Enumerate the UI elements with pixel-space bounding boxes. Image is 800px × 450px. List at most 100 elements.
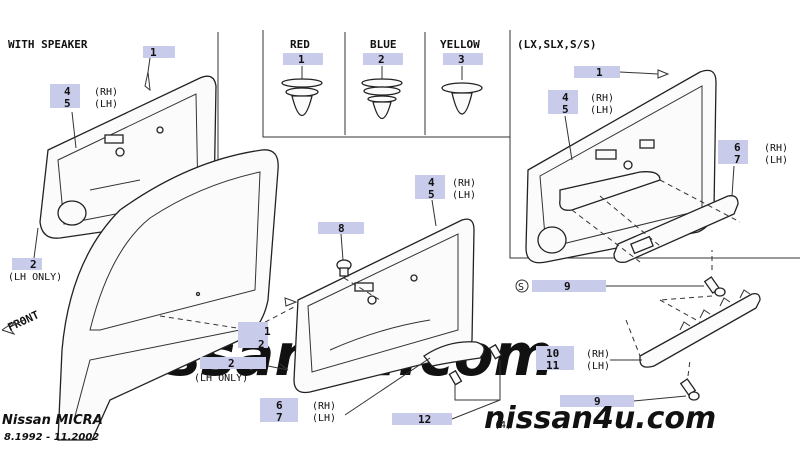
dashed-leader (571, 179, 741, 263)
leader-line (633, 395, 687, 402)
leader-line (344, 357, 431, 416)
callout-9-lower: 9 (594, 395, 601, 408)
rh-label: (RH) (586, 349, 610, 360)
dashed-leader (343, 277, 381, 301)
callout-7-bottom: 7 (276, 411, 283, 424)
leader-line (147, 57, 151, 73)
callout-5-middle: 5 (428, 188, 435, 201)
qty-4-label: (4) (494, 420, 512, 431)
clip-color-yellow: YELLOW (440, 38, 480, 51)
callout-4-top-left: 4 (64, 85, 71, 98)
clip-blue-drawing (361, 66, 403, 120)
callout-highlight (532, 280, 606, 292)
lh-label: (LH) (590, 105, 614, 116)
clip-color-red: RED (290, 38, 310, 51)
leader-line (619, 71, 659, 75)
clip-yellow-drawing (441, 66, 483, 115)
rh-label: (RH) (590, 93, 614, 104)
dashed-leader (687, 359, 691, 377)
screw-12a-icon (448, 369, 463, 386)
dashed-leader (625, 299, 701, 357)
leader-line (340, 233, 344, 261)
screw-9-lower-icon (679, 378, 700, 401)
callout-clip-red: 1 (298, 53, 305, 66)
leader-line (71, 111, 77, 149)
callout-highlight (718, 140, 748, 164)
screw-12b-icon (488, 343, 503, 360)
variants-label: (LX,SLX,S/S) (517, 38, 596, 51)
screw-9-upper-icon (703, 276, 726, 297)
callout-clip-yellow: 3 (458, 53, 465, 66)
years-label: 8.1992 - 11.2002 (4, 432, 99, 443)
make-model-label: Nissan MICRA (2, 413, 103, 428)
rh-label: (RH) (452, 178, 476, 189)
clip-mark-middle (284, 297, 298, 307)
callout-11: 11 (546, 359, 560, 372)
rh-label: (RH) (312, 401, 336, 412)
leader-line (454, 360, 501, 401)
clip-panel-frame (262, 30, 510, 138)
callout-highlight (238, 322, 268, 348)
callout-10: 10 (546, 347, 559, 360)
leader-line (267, 363, 289, 371)
callout-highlight (200, 357, 266, 369)
dashed-leader (659, 250, 713, 301)
callout-highlight (50, 84, 80, 108)
callout-4-middle: 4 (428, 176, 435, 189)
s-marker-icon (515, 279, 529, 293)
callout-4-right: 4 (562, 91, 569, 104)
callout-highlight (318, 222, 364, 234)
rh-label: (RH) (94, 87, 118, 98)
callout-2-middle: 2 (258, 338, 265, 351)
callout-1-middle: 1 (264, 325, 271, 338)
callout-6-right: 6 (734, 141, 741, 154)
lh-label: (LH) (312, 413, 336, 424)
leader-line (564, 115, 573, 161)
callout-highlight (12, 258, 42, 270)
door-trim-right (525, 69, 717, 264)
lh-label: (LH) (764, 155, 788, 166)
callout-highlight (548, 90, 578, 114)
lh-label: (LH) (94, 99, 118, 110)
s-marker-label: S (518, 282, 524, 293)
lh-only-label-left: (LH ONLY) (8, 272, 62, 283)
callout-5-top-left: 5 (64, 97, 71, 110)
callout-highlight (283, 53, 323, 65)
callout-highlight (392, 413, 452, 425)
callout-highlight (415, 175, 445, 199)
door-shell (57, 149, 279, 441)
watermark-logo: nissan4u.com (484, 401, 716, 436)
callout-highlight (560, 395, 634, 407)
lh-only-label-middle: (LH ONLY) (194, 373, 248, 384)
callout-highlight (260, 398, 298, 422)
callout-clip-blue: 2 (378, 53, 385, 66)
callout-12: 12 (418, 413, 431, 426)
leader-line (451, 399, 501, 420)
callout-1-top-left: 1 (150, 46, 157, 59)
callout-5-right: 5 (562, 103, 569, 116)
leader-line (33, 227, 39, 259)
callout-highlight (363, 53, 403, 65)
callout-8: 8 (338, 222, 345, 235)
right-panel-frame (509, 30, 800, 259)
leader-line (731, 165, 735, 197)
callout-1-right: 1 (596, 66, 603, 79)
callout-highlight (143, 46, 175, 58)
leader-line (431, 199, 437, 227)
front-arrow-icon (1, 319, 25, 335)
clip-red-drawing (281, 66, 323, 117)
callout-highlight (443, 53, 483, 65)
clip-color-blue: BLUE (370, 38, 397, 51)
callout-2-bottom: 2 (228, 357, 235, 370)
clip-mark-top-left (144, 71, 151, 92)
lh-label: (LH) (452, 190, 476, 201)
callout-7-right: 7 (734, 153, 741, 166)
screw-8-icon (336, 259, 352, 277)
rh-label: (RH) (764, 143, 788, 154)
lh-label: (LH) (586, 361, 610, 372)
switch-panel-6-7 (613, 195, 739, 263)
callout-highlight (574, 66, 620, 78)
trim-strip-10-11 (639, 289, 761, 368)
